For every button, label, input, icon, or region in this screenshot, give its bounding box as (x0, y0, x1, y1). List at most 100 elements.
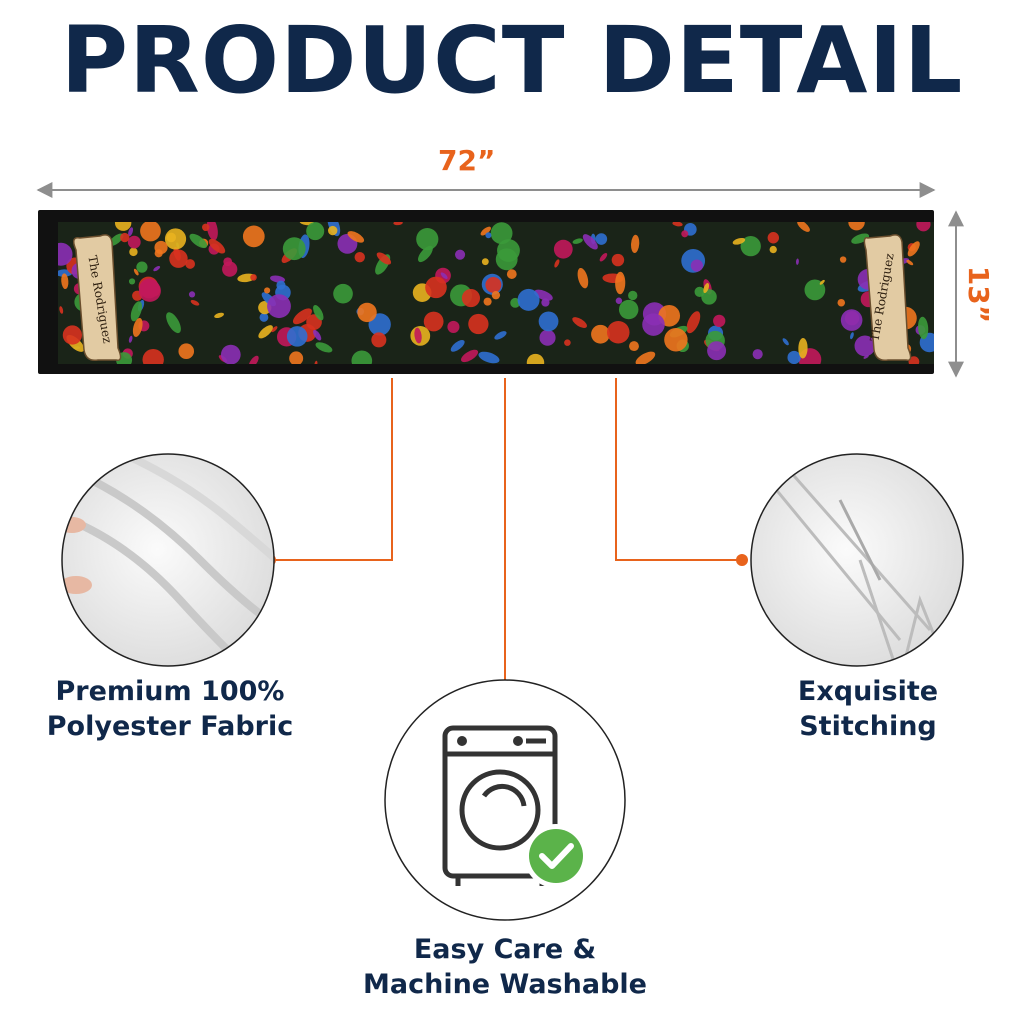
floral-motif (664, 328, 688, 352)
floral-motif (208, 238, 226, 254)
floral-motif (185, 259, 195, 269)
floral-motif (220, 344, 241, 364)
floral-motif (916, 222, 931, 232)
floral-motif (713, 314, 726, 327)
floral-motif (130, 301, 143, 322)
floral-motif (681, 230, 689, 238)
floral-motif (615, 297, 623, 304)
fabric-closeup-image (61, 453, 275, 667)
leader-dot-stitching (736, 554, 748, 566)
floral-motif (357, 302, 377, 323)
floral-motif (242, 225, 265, 248)
floral-motif (740, 235, 761, 257)
floral-motif (128, 227, 134, 237)
floral-motif (848, 222, 865, 231)
floral-motif (804, 279, 826, 301)
floral-motif (59, 306, 64, 314)
floral-motif (629, 341, 639, 352)
personalization-banner-left (73, 234, 122, 362)
leader-line-fabric (272, 378, 393, 561)
floral-motif (306, 222, 325, 241)
floral-motif (347, 231, 365, 243)
floral-motif (485, 232, 492, 239)
floral-motif (538, 311, 559, 332)
floral-motif (461, 349, 479, 363)
floral-motif (154, 249, 163, 258)
floral-motif (572, 238, 583, 244)
floral-motif (854, 335, 876, 357)
floral-motif (485, 276, 502, 293)
floral-motif (577, 267, 589, 289)
floral-motif (136, 261, 148, 273)
floral-motif (481, 258, 489, 266)
floral-motif (139, 278, 160, 299)
floral-motif (354, 252, 365, 263)
floral-motif (615, 271, 626, 295)
leader-line-stitching (615, 378, 740, 561)
feature-caption-washable: Easy Care & Machine Washable (340, 932, 670, 1002)
feature-caption-line: Machine Washable (363, 969, 647, 1000)
floral-motif (393, 222, 403, 226)
floral-motif (299, 222, 314, 226)
feature-caption-line: Exquisite (797, 676, 939, 707)
floral-motif (313, 304, 324, 321)
personalization-banner-right (863, 234, 912, 362)
floral-motif (851, 233, 870, 244)
floral-motif (631, 234, 640, 253)
floral-motif (591, 324, 610, 344)
floral-motif (595, 233, 608, 245)
floral-motif (120, 232, 130, 243)
floral-motif (906, 259, 914, 266)
floral-motif (701, 289, 717, 305)
floral-motif (169, 249, 188, 268)
floral-motif (599, 252, 608, 262)
page-title: PRODUCT DETAIL (60, 7, 964, 114)
floral-motif (276, 280, 286, 290)
floral-motif (142, 348, 164, 364)
floral-motif (480, 226, 491, 236)
floral-motif (129, 247, 138, 257)
floral-motif (127, 235, 141, 249)
floral-motif (267, 294, 291, 319)
floral-motif (271, 326, 278, 333)
floral-motif (769, 245, 777, 254)
floral-motif (797, 222, 810, 232)
floral-motif (686, 311, 701, 334)
floral-motif (440, 272, 448, 279)
floral-motif (128, 278, 136, 285)
floral-motif (133, 268, 139, 276)
floral-motif (128, 335, 133, 343)
floral-motif (416, 227, 439, 251)
feature-caption-fabric: Premium 100% Polyester Fabric (30, 674, 310, 744)
width-dimension-label: 72” (438, 144, 496, 177)
floral-motif (767, 232, 780, 244)
floral-motif (690, 259, 703, 272)
floral-motif (259, 312, 269, 322)
floral-motif (258, 325, 273, 339)
floral-motif (214, 312, 225, 319)
feature-caption-line: Premium 100% (55, 676, 285, 707)
floral-motif (315, 342, 333, 353)
feature-caption-line: Easy Care & (413, 934, 597, 965)
floral-motif (376, 252, 392, 265)
floral-motif (313, 329, 322, 341)
floral-motif (282, 237, 306, 261)
floral-motif (114, 222, 132, 231)
floral-motif (611, 253, 625, 267)
floral-motif (908, 356, 920, 364)
floral-motif (423, 311, 444, 332)
floral-motif (483, 297, 492, 306)
floral-motif (189, 233, 208, 249)
floral-motif (497, 239, 520, 262)
floral-motif (248, 355, 259, 364)
floral-motif (554, 259, 560, 268)
floral-motif (494, 331, 507, 340)
floral-motif (707, 341, 727, 361)
floral-motif (351, 350, 373, 364)
floral-motif (606, 320, 630, 344)
floral-motif (907, 241, 920, 257)
floral-motif (782, 338, 789, 346)
floral-motif (732, 237, 746, 245)
floral-motif (190, 300, 200, 306)
